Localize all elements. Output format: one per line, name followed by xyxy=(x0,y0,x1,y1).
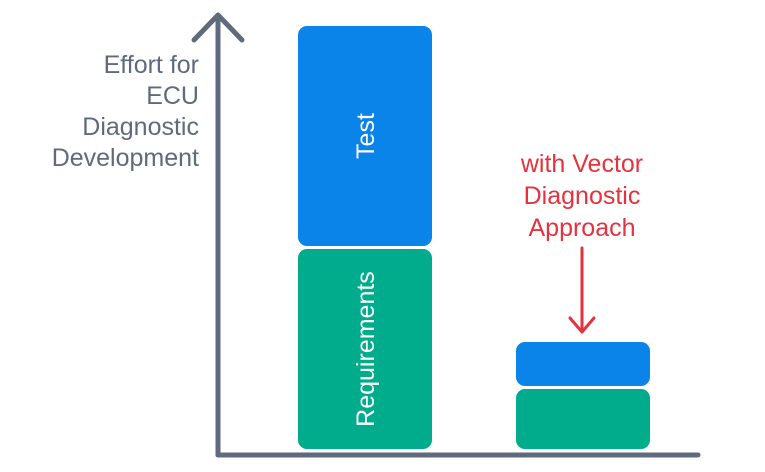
bar-label-requirements: Requirements xyxy=(352,271,380,427)
annotation-line: with Vector xyxy=(520,150,644,178)
annotation-text: with Vector Diagnostic Approach xyxy=(492,148,672,244)
annotation-arrow xyxy=(568,246,596,334)
bar-segment-requirements xyxy=(516,389,650,449)
y-axis-label-line: Development xyxy=(51,144,199,172)
bar-label-test: Test xyxy=(352,113,380,159)
y-axis-label-line: ECU xyxy=(146,82,199,110)
y-axis-label: Effort for ECU Diagnostic Development xyxy=(9,50,199,174)
annotation-line: Approach xyxy=(528,214,636,242)
annotation-arrow-head xyxy=(568,316,596,334)
y-axis-label-line: Effort for xyxy=(103,51,199,79)
y-axis-label-line: Diagnostic xyxy=(82,113,199,141)
bar-segment-requirements xyxy=(298,249,432,449)
bar-segment-test xyxy=(516,342,650,386)
axes-layer xyxy=(191,12,701,458)
bars-layer: Requirements Test xyxy=(298,26,650,449)
annotation-line: Diagnostic xyxy=(523,182,641,210)
bar-segment-test xyxy=(298,26,432,246)
